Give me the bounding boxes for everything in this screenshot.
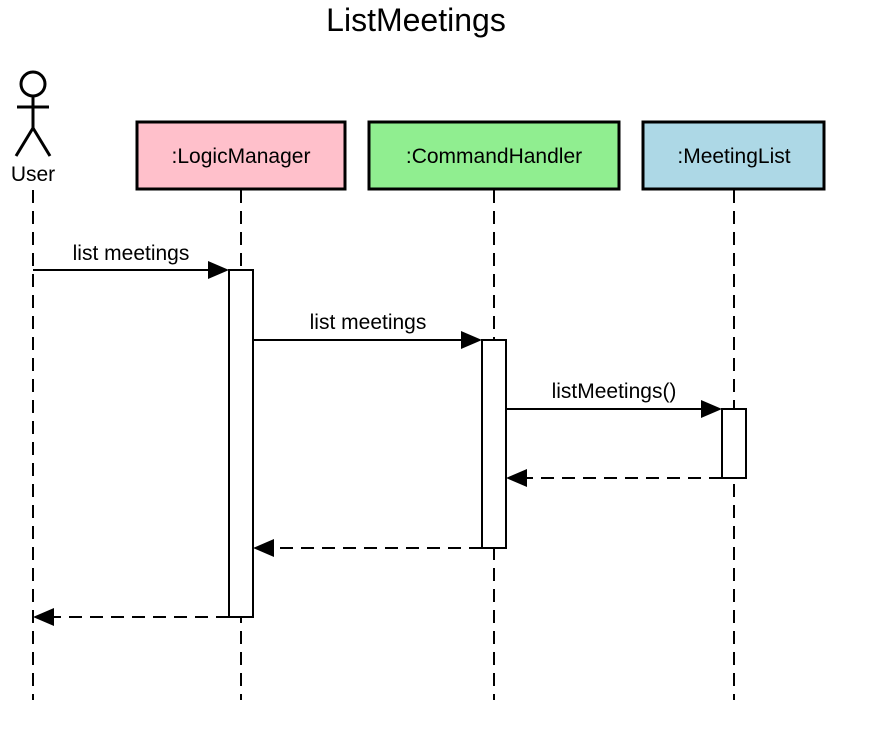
participant-label: :MeetingList: [677, 145, 790, 168]
arrowhead-filled: [506, 469, 527, 487]
message-label: list meetings: [310, 311, 427, 334]
message-label: list meetings: [73, 242, 190, 265]
return-meeting-list: [506, 469, 722, 487]
arrowhead-filled: [701, 400, 722, 418]
arrowhead-filled: [461, 331, 482, 349]
participant-label: :LogicManager: [172, 145, 311, 168]
actor-right-leg: [31, 127, 52, 157]
activation-command-handler: [481, 339, 507, 549]
message-list-meetings-call: listMeetings(): [506, 380, 722, 418]
actor-head: [19, 70, 47, 98]
message-list-meetings-2: list meetings: [253, 311, 482, 349]
actor-left-leg: [14, 127, 35, 157]
activation-meeting-list: [721, 408, 747, 479]
participant-label: :CommandHandler: [406, 145, 582, 168]
return-logic-manager: [33, 608, 229, 626]
participant-meeting-list: :MeetingList: [641, 120, 826, 191]
user-actor: [14, 70, 52, 157]
message-list-meetings-1: list meetings: [33, 242, 229, 279]
participant-box: [641, 120, 826, 191]
activation-logic-manager: [228, 269, 254, 618]
return-command-handler: [253, 539, 482, 557]
arrowhead-filled: [253, 539, 274, 557]
participant-box: [135, 120, 347, 191]
activation-bars: [228, 269, 747, 618]
participant-box: [367, 120, 621, 191]
arrowhead-filled: [208, 261, 229, 279]
lifelines: [32, 190, 735, 700]
diagram-title: ListMeetings: [326, 2, 506, 38]
actor-label: User: [11, 163, 55, 186]
message-label: listMeetings(): [552, 380, 677, 403]
arrowhead-filled: [33, 608, 54, 626]
participant-logic-manager: :LogicManager: [135, 120, 347, 191]
participant-command-handler: :CommandHandler: [367, 120, 621, 191]
